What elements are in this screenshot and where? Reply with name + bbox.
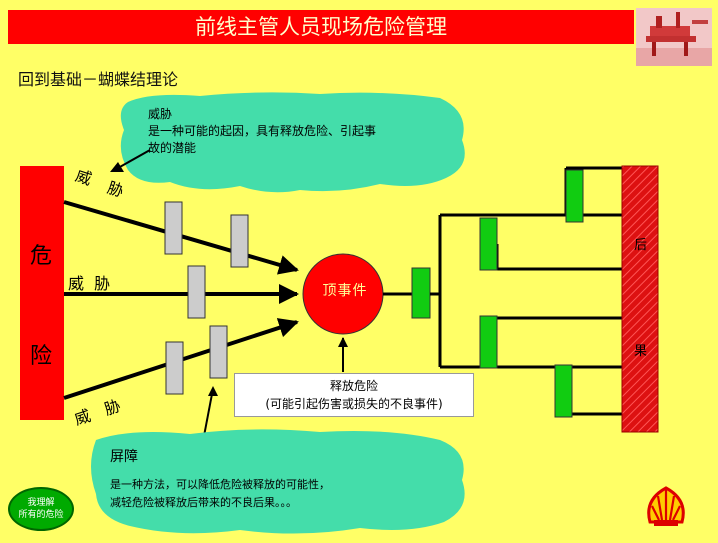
release-hazard-box: 释放危险 (可能引起伤害或损失的不良事件) bbox=[234, 373, 474, 417]
barrier-5 bbox=[209, 325, 228, 379]
threat-callout-line1: 是一种可能的起因，具有释放危险、引起事 bbox=[148, 124, 377, 138]
shell-logo-icon bbox=[647, 486, 685, 526]
barrier-callout-heading: 屏障 bbox=[110, 449, 138, 465]
barrier-callout-line2: 减轻危险被释放后带来的不良后果。。。 bbox=[110, 496, 297, 509]
threat-callout-cloud bbox=[120, 92, 465, 193]
release-line2: (可能引起伤害或损失的不良事件) bbox=[265, 397, 443, 411]
hazard-bar bbox=[20, 166, 64, 420]
threat-middle-label: 威 胁 bbox=[68, 274, 111, 293]
consequence-barrier-4 bbox=[565, 169, 584, 223]
consequence-barrier-3 bbox=[479, 315, 498, 369]
understanding-badge: 我理解 所有的危险 bbox=[8, 487, 74, 531]
barrier-callout-cloud bbox=[91, 429, 465, 534]
barrier-4 bbox=[165, 341, 184, 395]
barrier-3 bbox=[187, 265, 206, 319]
consequence-barrier-5 bbox=[554, 364, 573, 418]
offshore-platform-image bbox=[636, 8, 712, 66]
hazard-label-2: 险 bbox=[30, 344, 53, 369]
consequence-label-2: 果 bbox=[634, 344, 648, 359]
consequence-label-1: 后 bbox=[634, 238, 648, 253]
barrier-callout-body: 是一种方法，可以降低危险被释放的可能性， 减轻危险被释放后带来的不良后果。。。 bbox=[110, 476, 330, 512]
section-subtitle: 回到基础－蝴蝶结理论 bbox=[18, 70, 179, 89]
consequence-barrier-2 bbox=[479, 217, 498, 271]
threat-callout-heading: 威胁 bbox=[148, 107, 173, 121]
hazard-label-1: 危 bbox=[30, 244, 53, 269]
release-line1: 释放危险 bbox=[329, 379, 378, 393]
threat-callout: 威胁 是一种可能的起因，具有释放危险、引起事 故的潜能 bbox=[148, 106, 376, 157]
barrier-1 bbox=[164, 201, 183, 255]
page-title: 前线主管人员现场危险管理 bbox=[8, 10, 634, 44]
threat-callout-line2: 故的潜能 bbox=[148, 141, 197, 155]
top-event-label: 顶事件 bbox=[322, 283, 368, 299]
badge-line1: 我理解 bbox=[27, 498, 55, 508]
barrier-callout-line1: 是一种方法，可以降低危险被释放的可能性， bbox=[110, 478, 330, 491]
badge-line2: 所有的危险 bbox=[18, 510, 64, 520]
barrier-2 bbox=[230, 214, 249, 268]
consequence-barrier-1 bbox=[411, 267, 431, 319]
consequence-bar bbox=[621, 165, 659, 433]
